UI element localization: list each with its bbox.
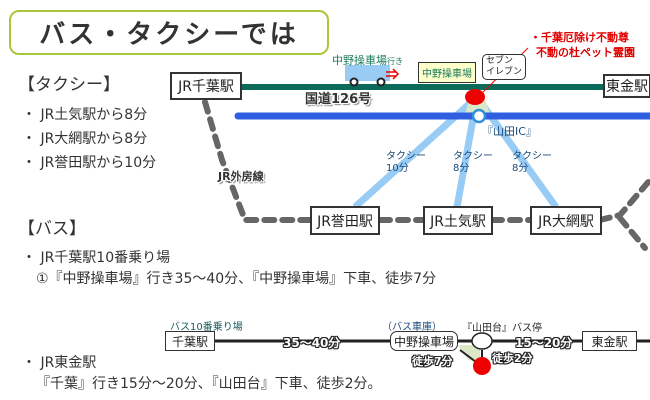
depot-sign: 中野操車場: [418, 62, 476, 83]
jr-line-south-branch: [617, 215, 648, 251]
bus-item-chiba-line2: ①『中野操車場』行き35～40分、『中野操車場』下車、徒歩7分: [36, 271, 437, 287]
taxi-item: ・ JR土気駅から8分: [22, 107, 148, 123]
taxi-item: ・ JR大網駅から8分: [22, 131, 148, 147]
destination-line: ・千葉厄除け不動尊: [530, 31, 629, 44]
walk-7-label: 徒歩7分: [412, 355, 453, 368]
taxi-time-value: 8分: [512, 163, 529, 174]
station-togane: 東金駅: [603, 74, 650, 98]
bus-stop-10-label: バス10番乗り場: [170, 322, 243, 333]
route-126-label: 国道126号: [305, 92, 372, 107]
taxi-time-label: タクシー: [453, 151, 493, 162]
bus-item-togane-line1: ・ JR東金駅: [22, 355, 97, 371]
jr-sotobo-line: [202, 99, 313, 223]
seven-eleven-line: セブン: [486, 56, 514, 66]
yamada-ic-label: 『山田IC』: [482, 125, 537, 138]
bus-time-2: 15～20分: [515, 336, 573, 350]
bus-destination-name: 中野操車場: [332, 54, 387, 67]
station-jr-chiba: JR千葉駅: [170, 72, 242, 100]
yamadadai-stop-marker: [471, 332, 493, 350]
yamada-ic-marker: [471, 108, 487, 124]
destination-label: ・千葉厄除け不動尊不動の杜ペット霊園: [530, 30, 635, 60]
taxi-item: ・ JR誉田駅から10分: [22, 155, 157, 171]
bus-item-chiba-line1: ・ JR千葉駅10番乗り場: [22, 250, 171, 266]
station-label: 東金駅: [591, 334, 628, 349]
bus-destination-suffix: 行き: [387, 57, 403, 66]
station-label: JR土気駅: [430, 213, 486, 230]
taxi-time-value: 8分: [453, 163, 470, 174]
destination-line: 不動の杜ペット霊園: [536, 46, 635, 59]
taxi-time-value: 10分: [386, 163, 409, 174]
arrow-icon: [386, 68, 400, 80]
depot-caption: （バス車庫）: [382, 322, 442, 333]
station-label: JR大網駅: [538, 213, 594, 230]
bus-time-1: 35～40分: [283, 336, 341, 350]
station-jr-honda: JR誉田駅: [310, 206, 380, 235]
walk-2-label: 徒歩2分: [492, 352, 533, 365]
bus-station-togane: 東金駅: [582, 331, 637, 351]
page-title: バス・タクシーでは: [9, 10, 329, 55]
station-label: 千葉駅: [171, 334, 208, 349]
destination-marker: [465, 89, 485, 105]
destination-marker-bus: [473, 357, 491, 375]
station-label: JR誉田駅: [317, 213, 373, 230]
station-jr-oami: JR大網駅: [530, 206, 602, 235]
walk-area: [458, 345, 480, 362]
station-label: JR千葉駅: [178, 79, 234, 95]
jr-line-label: JR外房線: [218, 170, 264, 183]
station-label: 中野操車場: [393, 334, 454, 349]
taxi-time-label: タクシー: [386, 151, 426, 162]
seven-eleven-label: セブンイレブン: [482, 54, 527, 80]
bus-station-chiba: 千葉駅: [165, 331, 215, 351]
bus-depot-nakano: 中野操車場: [390, 331, 458, 351]
seven-eleven-line: イレブン: [486, 67, 523, 77]
bus-icon: [345, 65, 390, 81]
yamadadai-label: 『山田台』バス停: [462, 323, 542, 334]
page-title-text: バス・タクシーでは: [39, 20, 299, 50]
bus-heading: 【バス】: [18, 219, 86, 239]
bus-item-togane-line2: 『千葉』行き15分～20分、『山田台』下車、徒歩2分。: [36, 376, 382, 392]
taxi-heading: 【タクシー】: [18, 75, 120, 95]
station-jr-toke: JR土気駅: [423, 206, 493, 235]
bus-destination-label: 中野操車場行き: [332, 52, 403, 68]
station-label: 東金駅: [606, 79, 648, 95]
taxi-time-label: タクシー: [512, 151, 552, 162]
jr-line-east-branch: [597, 177, 650, 223]
